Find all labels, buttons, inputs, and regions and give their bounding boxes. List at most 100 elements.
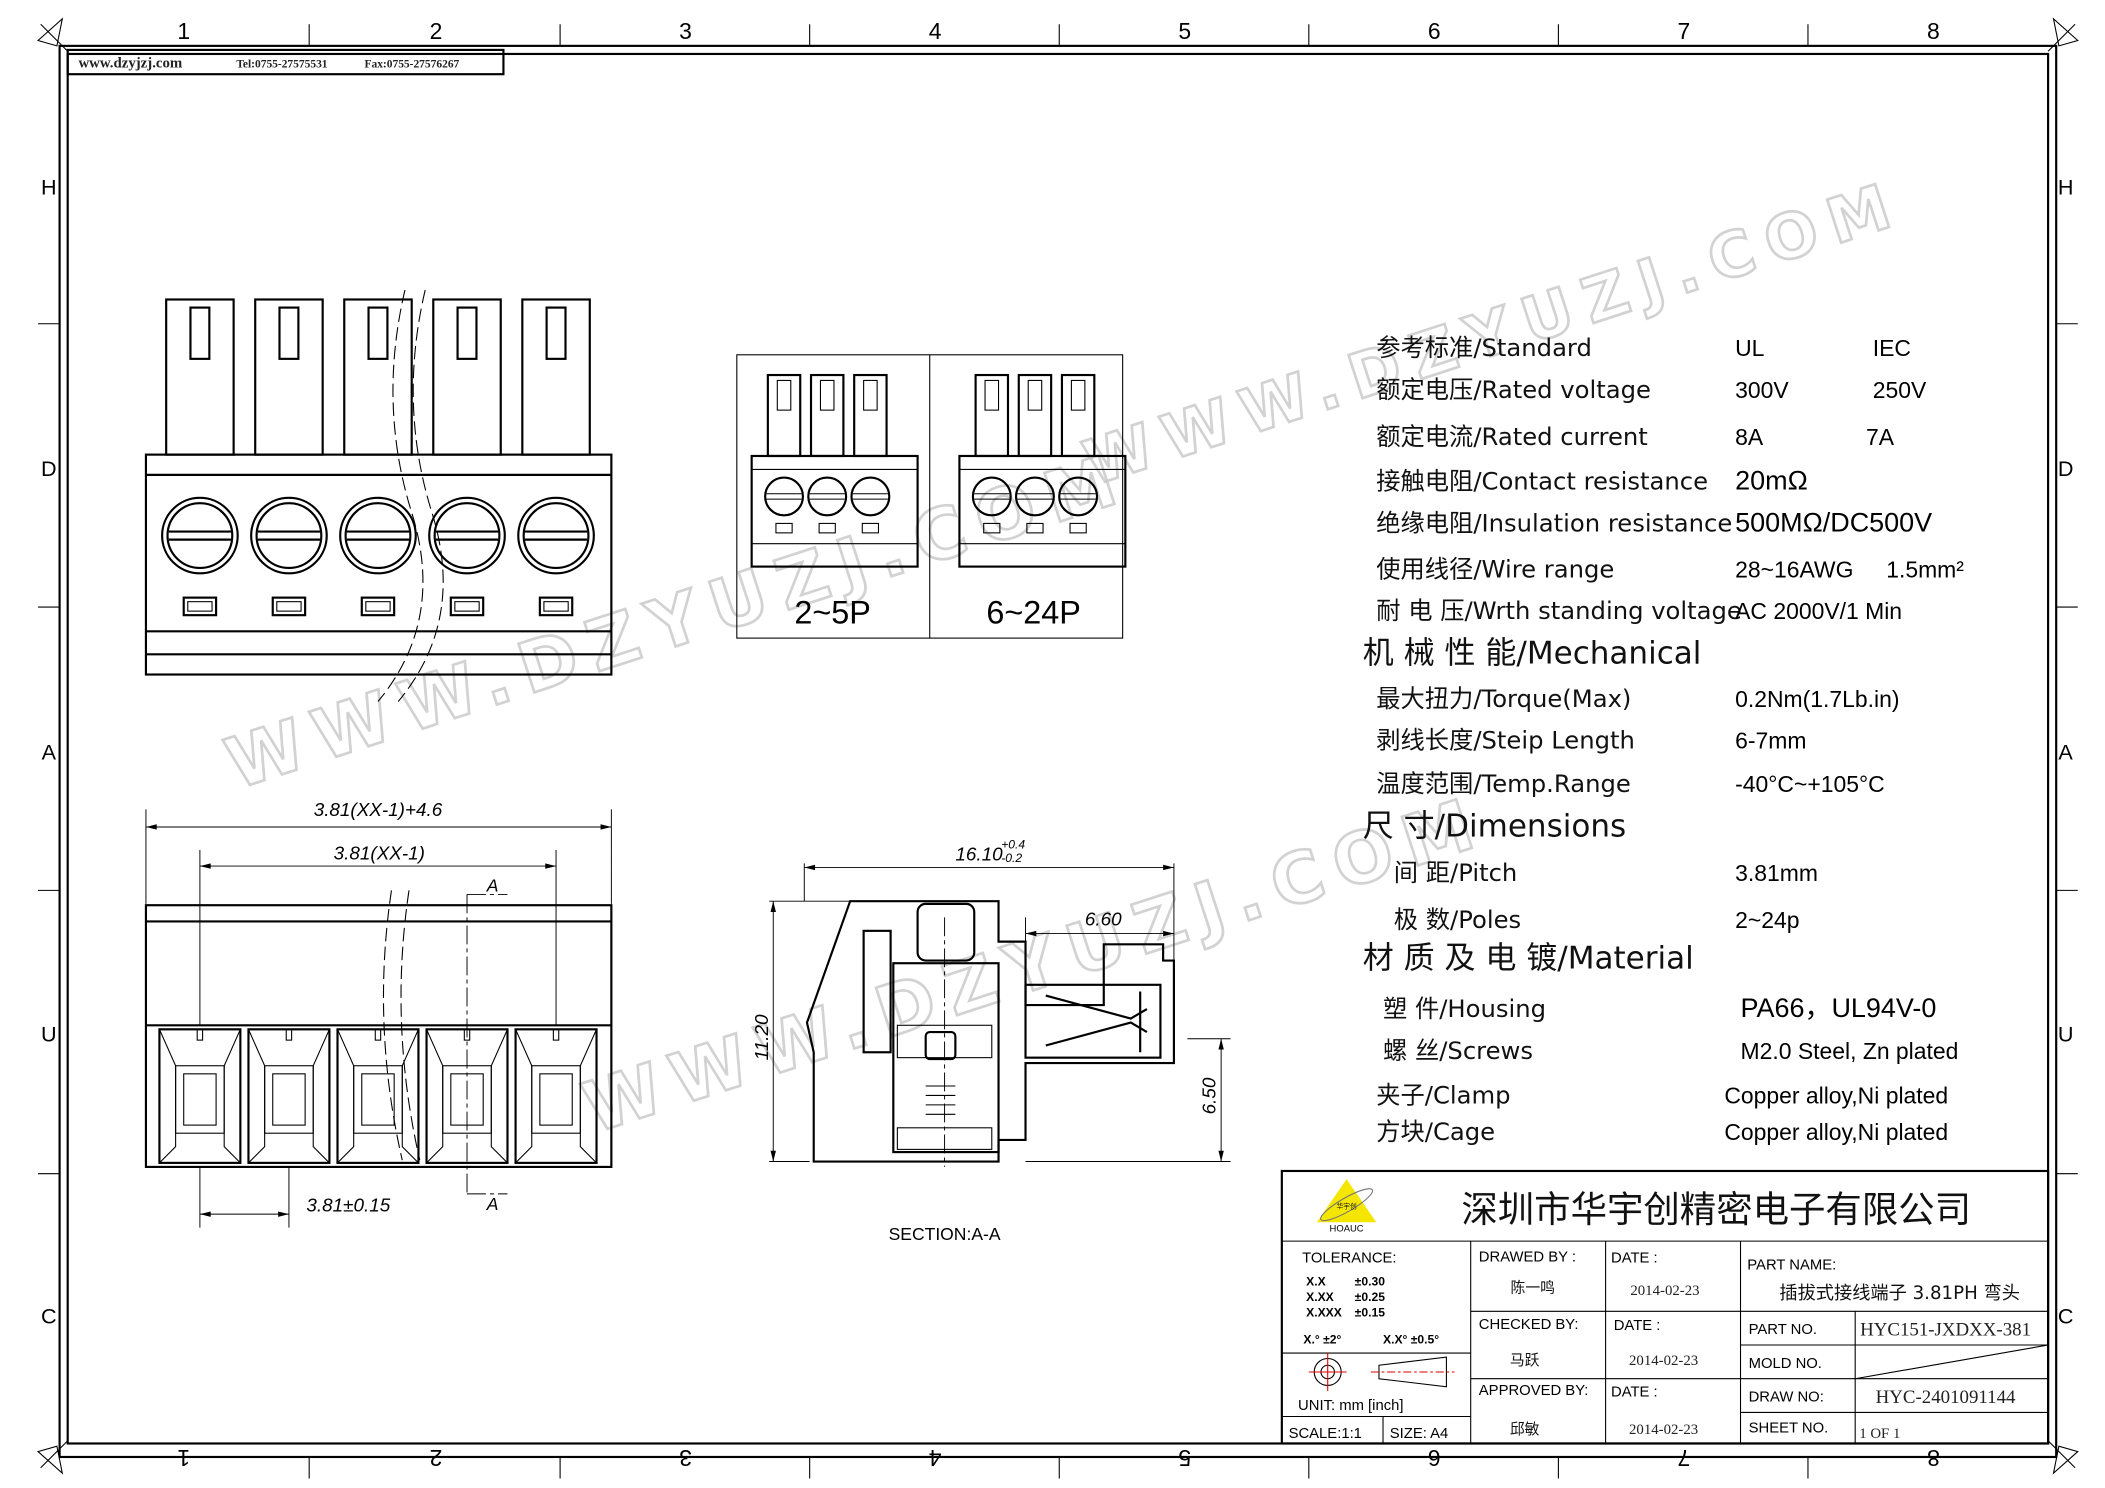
spec-value: UL — [1735, 335, 1764, 361]
spec-value: PA66，UL94V-0 — [1741, 993, 1937, 1023]
svg-text:WWW.DZYUZJ.COM: WWW.DZYUZJ.COM — [574, 780, 1496, 1149]
grid-row-label-right: A — [2058, 740, 2073, 765]
date-drawed: 2014-02-23 — [1630, 1283, 1699, 1299]
drawed-by-label: DRAWED BY : — [1479, 1249, 1576, 1265]
section-view-drawing: 16.10 +0.4 -0.2 6.60 11.20 6.50 SECTION:… — [752, 838, 1231, 1244]
spec-label: 塑 件/Housing — [1383, 994, 1546, 1023]
grid-column-label-bottom: 4 — [929, 1445, 942, 1471]
header-box: www.dzyjzj.com Tel:0755-27575531 Fax:075… — [66, 48, 505, 76]
wire-pocket — [247, 1028, 331, 1164]
grid-row-label: D — [41, 456, 57, 481]
tolerance-value: ±0.30 — [1355, 1275, 1386, 1289]
grid-row-label-right: U — [2058, 1021, 2074, 1046]
spec-label: 绝缘电阻/Insulation resistance — [1376, 509, 1732, 538]
date-label-1: DATE : — [1611, 1251, 1658, 1267]
spec-value: 8A — [1735, 424, 1764, 450]
grid-column-label: 1 — [177, 18, 190, 44]
wire-pocket — [336, 1028, 420, 1164]
checked-by-label: CHECKED BY: — [1479, 1317, 1579, 1333]
date-approved: 2014-02-23 — [1629, 1422, 1698, 1438]
spec-value-iec: 250V — [1873, 377, 1927, 403]
sheet-frame — [36, 17, 2079, 1475]
grid-row-label-right: D — [2058, 456, 2074, 481]
part-name-label: PART NAME: — [1747, 1257, 1836, 1273]
grid-column-label-bottom: 8 — [1927, 1445, 1940, 1471]
grid-column-label: 2 — [430, 18, 443, 44]
sheet-no-label: SHEET NO. — [1749, 1421, 1829, 1437]
wire-entry — [521, 298, 591, 456]
tel: Tel:0755-27575531 — [236, 58, 327, 70]
wire-entry — [254, 298, 324, 456]
grid-row-label-right: H — [2058, 174, 2074, 199]
spec-value: 6-7mm — [1735, 728, 1806, 754]
title-block: 华宇创 HOAUC 深圳市华宇创精密电子有限公司 TOLERANCE: X.X±… — [1280, 1169, 2050, 1445]
spec-label: 极 数/Poles — [1394, 905, 1521, 934]
grid-column-label: 4 — [929, 18, 942, 44]
tolerance-key: X.X — [1306, 1275, 1326, 1289]
tolerance-value: ±0.25 — [1355, 1290, 1386, 1304]
company-name: 深圳市华宇创精密电子有限公司 — [1461, 1188, 1971, 1231]
screw-icon — [161, 496, 239, 575]
tolerance-key: X.XX — [1306, 1290, 1334, 1304]
spec-value: 3.81mm — [1735, 860, 1818, 886]
size: SIZE: A4 — [1390, 1426, 1449, 1442]
spec-label: 尺 寸/Dimensions — [1363, 808, 1626, 844]
spec-label: 额定电压/Rated voltage — [1376, 375, 1651, 404]
dim-length-tol-plus: +0.4 — [1001, 838, 1025, 852]
tolerance-key: X.XXX — [1306, 1306, 1342, 1320]
checked-by: 马跃 — [1510, 1352, 1540, 1369]
wire-entry — [165, 298, 235, 456]
dim-pin: 6.60 — [1085, 909, 1122, 930]
fax: Fax:0755-27576267 — [364, 58, 459, 70]
grid-column-label-bottom: 5 — [1178, 1445, 1191, 1471]
grid-column-label: 5 — [1178, 18, 1191, 44]
spec-label: 夹子/Clamp — [1376, 1081, 1510, 1110]
grid-column-label: 8 — [1927, 18, 1940, 44]
spec-label: 机 械 性 能/Mechanical — [1363, 636, 1702, 672]
spec-value-iec: 1.5mm² — [1886, 556, 1964, 582]
spec-label: 间 距/Pitch — [1394, 858, 1517, 887]
company-logo: 华宇创 HOAUC — [1316, 1179, 1377, 1235]
dim-pitch-span: 3.81(XX-1) — [334, 843, 425, 864]
spec-value: Copper alloy,Ni plated — [1724, 1119, 1948, 1145]
wire-entry — [432, 298, 502, 456]
screw-icon — [428, 496, 506, 575]
variant-views: 2~5P 6~24P — [736, 354, 1127, 639]
draw-no-label: DRAW NO: — [1749, 1390, 1824, 1406]
projection-symbol-icon — [1308, 1353, 1455, 1391]
wire-entry — [343, 298, 413, 456]
grid-row-label: U — [41, 1021, 57, 1046]
dim-height: 11.20 — [752, 1014, 773, 1060]
spec-label: 最大扭力/Torque(Max) — [1376, 684, 1631, 713]
spec-value: AC 2000V/1 Min — [1735, 598, 1902, 624]
spec-value: 0.2Nm(1.7Lb.in) — [1735, 686, 1899, 712]
dim-overall: 3.81(XX-1)+4.6 — [314, 800, 443, 821]
variant-large-label: 6~24P — [986, 594, 1080, 630]
spec-label: 接触电阻/Contact resistance — [1376, 467, 1708, 496]
grid-row-label: A — [42, 740, 57, 765]
spec-value: 500MΩ/DC500V — [1735, 508, 1932, 538]
spec-label: 剥线长度/Steip Length — [1376, 726, 1635, 755]
approved-by: 邱敏 — [1510, 1421, 1540, 1438]
drawed-by: 陈一鸣 — [1511, 1278, 1556, 1296]
approved-by-label: APPROVED BY: — [1479, 1383, 1589, 1399]
date-label-2: DATE : — [1614, 1318, 1661, 1334]
grid-column-label-bottom: 6 — [1428, 1445, 1441, 1471]
spec-label: 额定电流/Rated current — [1376, 422, 1648, 451]
top-view-drawing — [144, 289, 613, 702]
spec-label: 使用线径/Wire range — [1376, 554, 1614, 583]
part-no-label: PART NO. — [1749, 1322, 1817, 1338]
spec-label: 参考标准/Standard — [1376, 333, 1592, 362]
grid-column-label-bottom: 1 — [177, 1445, 190, 1471]
angle-tol-2: X.X° ±0.5° — [1383, 1333, 1439, 1347]
spec-value-iec: 7A — [1866, 424, 1895, 450]
dim-length: 16.10 — [955, 845, 1003, 866]
spec-value: 2~24p — [1735, 907, 1799, 933]
part-no: HYC151-JXDXX-381 — [1860, 1320, 2031, 1341]
svg-text:HOAUC: HOAUC — [1330, 1224, 1364, 1235]
front-view-drawing: 3.81(XX-1)+4.6 3.81(XX-1) 3.81±0.15 A A — [144, 800, 613, 1228]
spec-value: 300V — [1735, 377, 1789, 403]
mold-no-label: MOLD NO. — [1749, 1356, 1822, 1372]
